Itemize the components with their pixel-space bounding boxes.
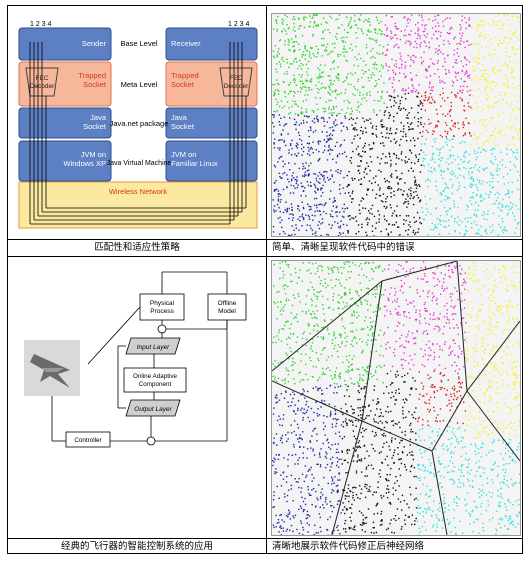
grid-divider-vertical (266, 6, 267, 553)
controller-label: Controller (74, 437, 101, 444)
caption-top-left: 匹配性和适应性策略 (94, 242, 180, 253)
architecture-diagram: Wireless Network (16, 14, 260, 236)
output-layer-label: Output Layer (134, 406, 172, 413)
figure-grid: Wireless Network (7, 5, 523, 554)
left-port-numbers: 1 2 3 4 (30, 21, 52, 28)
scatter-corrected (271, 260, 521, 536)
grid-divider-caption2 (8, 538, 522, 539)
grid-divider-caption1 (8, 239, 522, 240)
base-level-label: Base Level (120, 39, 157, 48)
scatter-errors (271, 13, 521, 237)
sender-label: Sender (82, 39, 107, 48)
jvm-label: Java Virtual Machine (107, 160, 172, 167)
right-port-numbers: 1 2 3 4 (228, 21, 250, 28)
caption-top-right: 简单、清晰呈现软件代码中的错误 (272, 242, 415, 253)
network-label: Wireless Network (109, 187, 168, 196)
caption-bottom-right: 清晰地展示软件代码修正后神经网络 (272, 541, 425, 552)
javanet-label: Java.net package (110, 119, 169, 128)
caption-bottom-left: 经典的飞行器的智能控制系统的应用 (60, 541, 213, 552)
right-fec-decoder (219, 67, 253, 97)
meta-level-label: Meta Level (121, 80, 158, 89)
input-layer-label: Input Layer (137, 344, 170, 351)
receiver-label: Receiver (171, 39, 201, 48)
grid-divider-middle (8, 256, 522, 257)
